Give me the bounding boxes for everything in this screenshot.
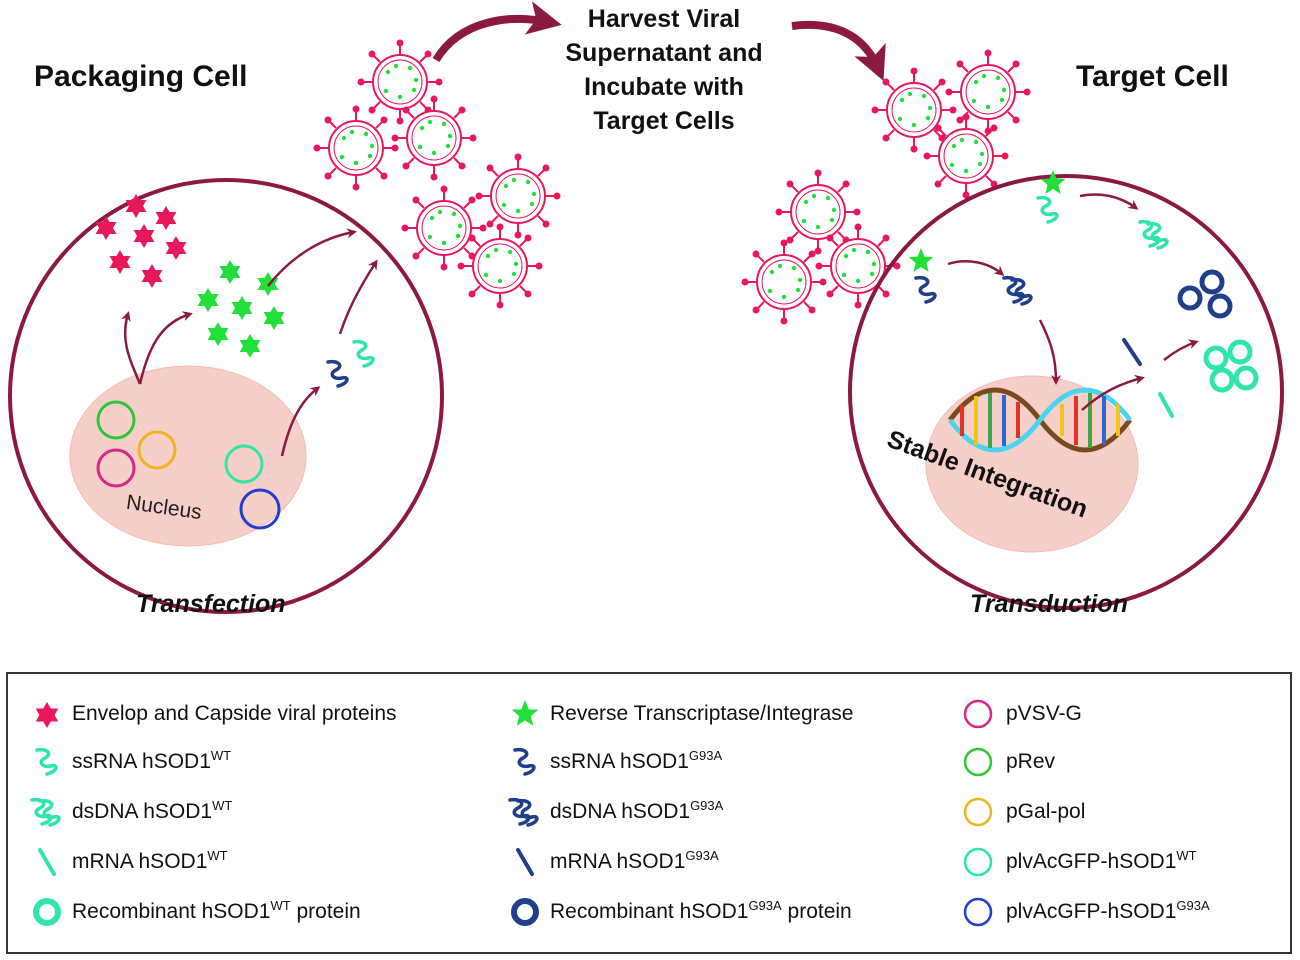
- green-star-icon: [511, 700, 539, 726]
- legend-label: mRNA hSOD1: [550, 850, 686, 873]
- wt-ssrna-icon: [35, 747, 58, 776]
- legend-label: Reverse Transcriptase/Integrase: [550, 702, 854, 725]
- legend-item: pGal-pol: [956, 796, 1085, 828]
- legend-item: ssRNA hSOD1WT: [22, 746, 231, 778]
- legend-sup: WT: [1176, 848, 1197, 863]
- legend-label: ssRNA hSOD1: [550, 750, 689, 773]
- pgal-plasmid: [137, 430, 177, 470]
- g93a-protein-ring-icon: [511, 898, 539, 926]
- pgal-plasmid-icon: [963, 797, 993, 827]
- legend-label: mRNA hSOD1: [72, 850, 208, 873]
- legend-item: mRNA hSOD1WT: [22, 846, 228, 878]
- legend-item: ssRNA hSOD1G93A: [500, 746, 722, 778]
- legend-label-suffix: protein: [781, 900, 852, 923]
- legend-sup: WT: [207, 848, 228, 863]
- harvest-line-1: Harvest Viral: [587, 5, 741, 33]
- pink-star-icon: [35, 702, 59, 728]
- legend-label: ssRNA hSOD1: [72, 750, 211, 773]
- legend-item: pVSV-G: [956, 698, 1082, 730]
- harvest-arrow-right: [791, 20, 886, 81]
- legend-item: Recombinant hSOD1G93A protein: [500, 896, 852, 928]
- harvest-line-2: Supernatant and: [565, 39, 763, 67]
- plv-g93a-plasmid-icon: [963, 897, 993, 927]
- target-cell: [848, 170, 1284, 610]
- legend-label: pGal-pol: [1006, 800, 1086, 823]
- g93a-ssrna-icon: [513, 747, 536, 776]
- legend-label-suffix: protein: [290, 900, 361, 923]
- legend-item: plvAcGFP-hSOD1WT: [956, 846, 1197, 878]
- legend-label: Recombinant hSOD1: [550, 900, 749, 923]
- g93a-mrna-icon: [516, 848, 534, 876]
- legend: Envelop and Capside viral proteins ssRNA…: [6, 672, 1292, 954]
- legend-label: Recombinant hSOD1: [72, 900, 271, 923]
- legend-item: plvAcGFP-hSOD1G93A: [956, 896, 1210, 928]
- legend-label: dsDNA hSOD1: [72, 800, 213, 823]
- harvest-line-4: Target Cells: [593, 107, 735, 135]
- packaging-nucleus: [69, 365, 307, 547]
- wt-dsdna: [1138, 219, 1169, 250]
- packaging-cell-title: Packaging Cell: [34, 60, 248, 93]
- g93a-dsdna: [1002, 275, 1033, 306]
- legend-sup: G93A: [690, 798, 724, 813]
- wt-protein-ring-icon: [33, 898, 61, 926]
- plv-wt-plasmid: [224, 444, 264, 484]
- harvest-arrow-left: [432, 1, 562, 63]
- legend-label: plvAcGFP-hSOD1: [1006, 900, 1177, 923]
- prev-plasmid: [96, 400, 136, 440]
- packaging-cell: [8, 178, 444, 614]
- legend-item: dsDNA hSOD1WT: [22, 796, 232, 828]
- legend-item: Reverse Transcriptase/Integrase: [500, 698, 853, 730]
- legend-sup: WT: [270, 898, 291, 913]
- legend-item: dsDNA hSOD1G93A: [500, 796, 723, 828]
- g93a-dsdna-icon: [508, 797, 539, 827]
- plv-wt-plasmid-icon: [963, 847, 993, 877]
- legend-sup: G93A: [748, 898, 782, 913]
- legend-label: pRev: [1006, 750, 1056, 773]
- plv-g93a-plasmid: [239, 488, 281, 530]
- legend-label: dsDNA hSOD1: [550, 800, 691, 823]
- harvest-instructions: Harvest Viral Supernatant and Incubate w…: [514, 2, 814, 138]
- wt-mrna-icon: [38, 848, 56, 876]
- legend-sup: G93A: [1176, 898, 1210, 913]
- legend-item: pRev: [956, 746, 1055, 778]
- legend-label: pVSV-G: [1006, 702, 1082, 725]
- legend-sup: G93A: [685, 848, 719, 863]
- legend-item: Recombinant hSOD1WT protein: [22, 896, 361, 928]
- legend-sup: WT: [212, 798, 233, 813]
- legend-sup: WT: [210, 748, 232, 763]
- target-nucleus: [925, 375, 1139, 553]
- wt-dsdna-icon: [30, 797, 61, 827]
- diagram-canvas: [8, 1, 1284, 614]
- target-cell-title: Target Cell: [1076, 60, 1229, 93]
- legend-sup: G93A: [688, 748, 723, 763]
- legend-label: plvAcGFP-hSOD1: [1006, 850, 1177, 873]
- prev-plasmid-icon: [963, 747, 993, 777]
- transduction-label: Transduction: [970, 590, 1128, 618]
- legend-item: mRNA hSOD1G93A: [500, 846, 719, 878]
- dna-helix-icon: [948, 387, 1132, 453]
- transfection-label: Transfection: [136, 590, 286, 618]
- pvsvg-plasmid-icon: [963, 699, 993, 729]
- legend-label: Envelop and Capside viral proteins: [72, 702, 397, 725]
- legend-item: Envelop and Capside viral proteins: [22, 698, 397, 730]
- pvsvg-plasmid: [96, 448, 136, 488]
- harvest-line-3: Incubate with: [584, 73, 744, 101]
